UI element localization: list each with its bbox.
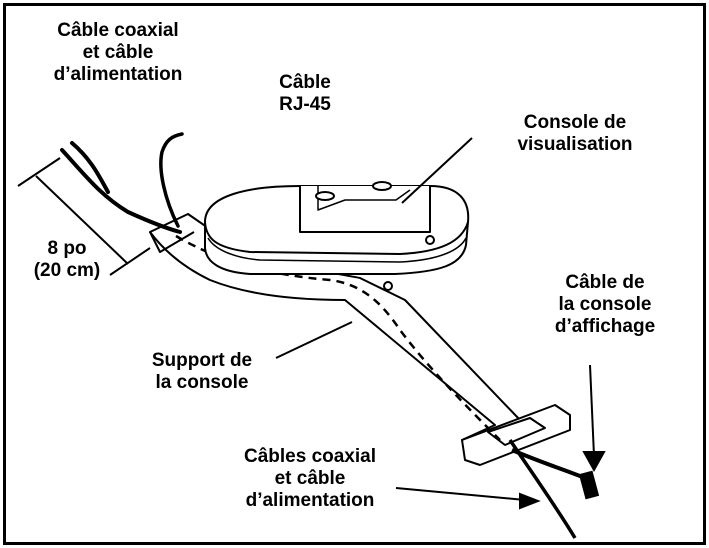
rj45-cable xyxy=(159,132,184,228)
label-rj45: Câble RJ-45 xyxy=(279,72,331,115)
display-console xyxy=(204,181,470,291)
leader-lines xyxy=(275,137,606,510)
console-base-plate xyxy=(461,404,571,466)
coax-power-cables-bottom xyxy=(508,439,577,539)
label-display-console-cable: Câble de la console d’affichage xyxy=(554,272,656,337)
label-console-support: Support de la console xyxy=(151,350,253,393)
length-dimension xyxy=(17,157,151,276)
label-coax-power-bottom: Câbles coaxial et câble d’alimentation xyxy=(243,446,377,511)
label-display-console: Console de visualisation xyxy=(517,112,633,155)
display-console-cable xyxy=(511,448,600,500)
coax-power-cables-top xyxy=(60,141,182,234)
label-coax-power-top: Câble coaxial et câble d’alimentation xyxy=(53,20,183,85)
label-length: 8 po (20 cm) xyxy=(33,238,101,281)
